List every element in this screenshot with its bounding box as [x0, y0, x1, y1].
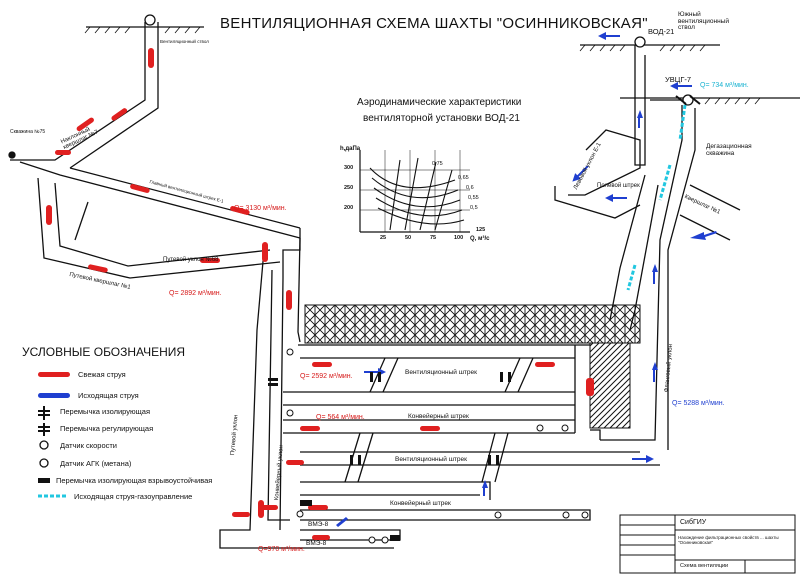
fan-characteristic-chart	[359, 150, 470, 233]
chart-curve-label: 0,6	[466, 185, 474, 191]
chart-xtick: 50	[405, 235, 412, 241]
flow-q-564: Q= 564 м³/мин.	[316, 414, 365, 421]
chart-title-line1: Аэродинамические характеристики	[357, 97, 522, 108]
vmp-label: ВМЭ-8	[306, 540, 327, 547]
chart-xlabel: Q, м³/с	[470, 236, 490, 242]
goaf-area	[304, 304, 641, 429]
surface-lines	[84, 26, 800, 105]
chart-curves	[369, 157, 465, 231]
chart-ytick: 250	[344, 185, 354, 191]
south-shaft-label: Южный вентиляционный ствол	[678, 11, 729, 31]
chart-ytick: 300	[344, 165, 354, 171]
degas-well-label: Дегазационная скважина	[706, 143, 752, 157]
title-block-caption: Схема вентиляции	[680, 563, 729, 569]
stoppings	[268, 372, 511, 541]
legend-isolating: Перемычка изолирующая	[60, 407, 151, 416]
put-uklon68-label: Путевой уклон №68	[163, 257, 219, 263]
chart-xtick: 125	[476, 227, 486, 233]
title-block-org: СибГИУ	[680, 519, 707, 526]
legend-methane-sensor: Датчик АГК (метана)	[60, 459, 132, 468]
diagram-title: ВЕНТИЛЯЦИОННАЯ СХЕМА ШАХТЫ "ОСИННИКОВСКА…	[220, 15, 648, 32]
fans	[8, 14, 701, 159]
flow-q-5288: Q= 5288 м³/мин.	[672, 400, 725, 407]
vent-drift-label: Вентиляционный штрек	[395, 456, 467, 463]
gas-control-arrows	[626, 104, 687, 291]
field-drift-label: Полевой штрек	[597, 183, 640, 189]
chart-curve-label: 0,55	[468, 195, 479, 201]
fan-label-vod21: ВОД-21	[648, 27, 675, 36]
sensors	[286, 348, 589, 544]
legend-symbols	[38, 372, 70, 498]
chart-ytick: 200	[344, 205, 354, 211]
exhaust-air-arrows	[336, 32, 717, 527]
title-block-frame	[619, 514, 796, 574]
chart-grid	[360, 150, 470, 232]
fan-label-uvtsg: УВЦГ-7	[665, 75, 692, 84]
chart-xtick: 75	[430, 235, 437, 241]
conv-drift-label: Конвейерный штрек	[390, 500, 451, 507]
flow-q-2592: Q= 2592 м³/мин.	[300, 373, 353, 380]
flow-q-top: Q= 734 м³/мин.	[700, 82, 749, 89]
chart-axes	[359, 150, 470, 233]
legend-fresh: Свежая струя	[78, 370, 126, 379]
legend-regulating: Перемычка регулирующая	[60, 424, 154, 433]
flow-q-2892: Q= 2892 м³/мин.	[169, 290, 222, 297]
legend-gas-control: Исходящая струя-газоуправление	[74, 492, 193, 501]
legend-exhaust: Исходящая струя	[78, 391, 139, 400]
vmp-label: ВМЭ-8	[308, 521, 329, 528]
chart-ylabel: h,даПа	[340, 146, 361, 152]
fresh-air-arrows	[46, 48, 594, 540]
vent-drift-label: Вентиляционный штрек	[405, 369, 477, 376]
mine-workings	[10, 22, 741, 549]
chart-curve-label: 0,5	[470, 205, 478, 211]
chart-title-line2: вентиляторной установки ВОД-21	[363, 113, 520, 124]
chart-curve-label: 0,65	[458, 175, 469, 181]
chart-xtick: 25	[380, 235, 387, 241]
flow-q-970: Q=970 м³/мин.	[258, 546, 305, 553]
legend-heading: УСЛОВНЫЕ ОБОЗНАЧЕНИЯ	[22, 345, 186, 359]
well75-label: Скважина №75	[10, 129, 46, 135]
left-shaft-label: Вентиляционный ствол	[160, 39, 209, 44]
legend-speed-sensor: Датчик скорости	[60, 441, 117, 450]
chart-curve-label: 0,75	[432, 161, 443, 167]
flow-q-3130: Q= 3130 м³/мин.	[234, 205, 287, 212]
conv-drift-label: Конвейерный штрек	[408, 413, 469, 420]
title-block-text: Нахождение фильтрационных свойств ... ша…	[678, 535, 779, 546]
legend-explosion-stopping: Перемычка изолирующая взрывоустойчивая	[56, 476, 213, 485]
chart-xtick: 100	[454, 235, 464, 241]
